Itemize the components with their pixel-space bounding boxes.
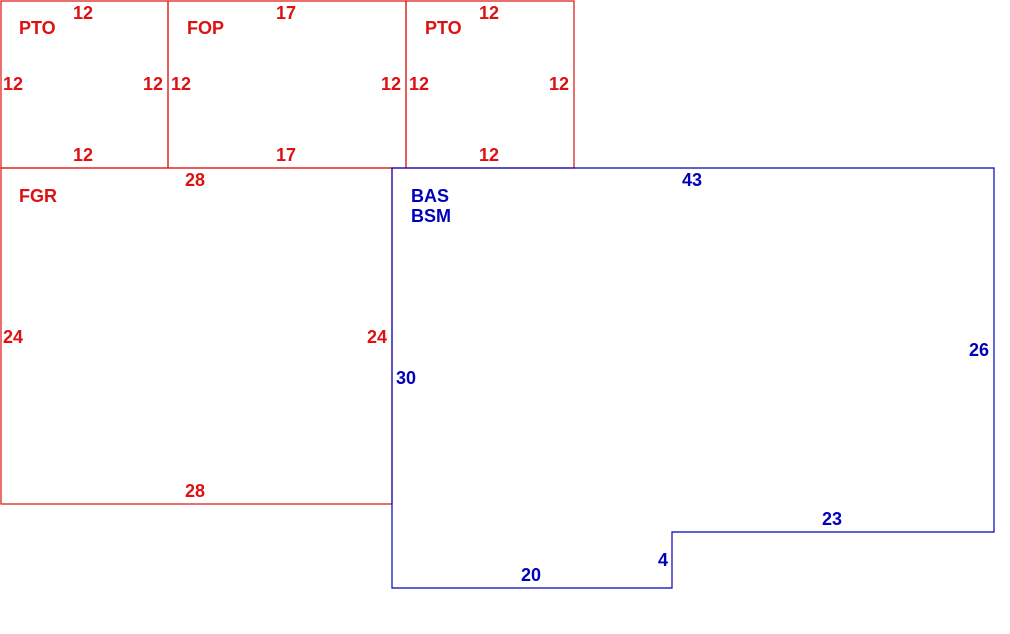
fop-right-dim: 12 [381, 74, 401, 94]
bas-right-dim: 26 [969, 340, 989, 360]
fgr-name: FGR [19, 186, 57, 206]
bas-name-line1: BAS [411, 186, 449, 206]
pto-right-top-dim: 12 [479, 3, 499, 23]
bas-notch-right-dim: 23 [822, 509, 842, 529]
pto-left-right-dim: 12 [143, 74, 163, 94]
fgr-top-dim: 28 [185, 170, 205, 190]
fop-left-dim: 12 [171, 74, 191, 94]
bas-outline [391, 167, 995, 589]
fop-bottom-dim: 17 [276, 145, 296, 165]
pto-right-right-dim: 12 [549, 74, 569, 94]
fgr-outline [0, 167, 393, 505]
pto-left-name: PTO [19, 18, 56, 38]
pto-right-name: PTO [425, 18, 462, 38]
secondary-areas [0, 0, 575, 505]
pto-right-left-dim: 12 [409, 74, 429, 94]
bas-name-line2: BSM [411, 206, 451, 226]
bas-top-dim: 43 [682, 170, 702, 190]
bas-left-dim: 30 [396, 368, 416, 388]
pto-left-left-dim: 12 [3, 74, 23, 94]
fgr-right-dim: 24 [367, 327, 387, 347]
fop-name: FOP [187, 18, 224, 38]
bas-notch-step-dim: 4 [658, 550, 668, 570]
fgr-left-dim: 24 [3, 327, 23, 347]
fgr-bottom-dim: 28 [185, 481, 205, 501]
pto-left-top-dim: 12 [73, 3, 93, 23]
fop-top-dim: 17 [276, 3, 296, 23]
pto-left-bottom-dim: 12 [73, 145, 93, 165]
bas-bottom-dim: 20 [521, 565, 541, 585]
pto-right-bottom-dim: 12 [479, 145, 499, 165]
